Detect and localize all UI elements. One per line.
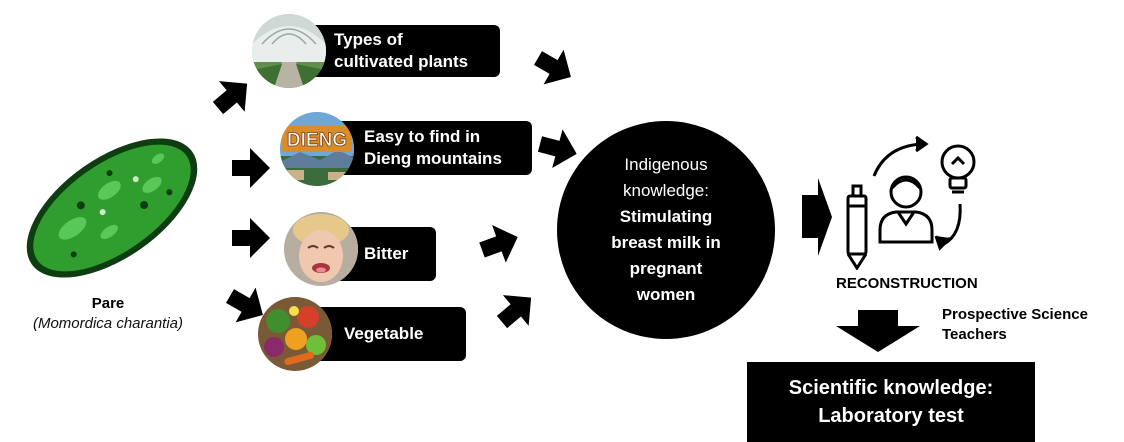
attribute-dieng-line-1: Easy to find in [364, 127, 481, 146]
pencil-icon [846, 184, 868, 270]
arrow-down-to-result [836, 310, 920, 352]
indigenous-line-4: women [636, 285, 696, 304]
arrow-ik-to-reconstruction [802, 178, 832, 256]
result-line-1: Scientific knowledge: [788, 377, 994, 399]
reconstruction-label: RECONSTRUCTION [836, 275, 978, 292]
cycle-arrows-icon [872, 135, 962, 251]
arrow-to-bitter [232, 218, 270, 258]
arrow-to-cultivated [205, 68, 260, 124]
indigenous-line-3: pregnant [629, 259, 703, 278]
dieng-sign-photo: DIENG [280, 112, 354, 186]
arrow-vegetable-to-ik [489, 282, 544, 338]
indigenous-intro-line-2: knowledge: [622, 181, 709, 200]
indigenous-knowledge-circle: Indigenous knowledge: Stimulating breast… [557, 121, 775, 339]
bitter-gourd-illustration [26, 138, 198, 278]
indigenous-line-1: Stimulating [619, 207, 713, 226]
greenhouse-photo [252, 14, 326, 88]
dieng-sign-text: DIENG [287, 130, 347, 151]
attribute-dieng-line-2: Dieng mountains [364, 149, 502, 168]
attribute-cultivated-line-2: cultivated plants [334, 52, 469, 71]
attribute-box-cultivated: Types of cultivated plants [300, 25, 500, 77]
scientific-knowledge-box: Scientific knowledge: Laboratory test [747, 362, 1035, 442]
audience-label: Prospective Science Teachers [942, 305, 1088, 345]
arrow-bitter-to-ik [475, 218, 525, 269]
attribute-cultivated-line-1: Types of [334, 30, 403, 49]
reconstruction-icon-group [846, 135, 976, 270]
subject-scientific-name: (Momordica charantia) [32, 315, 184, 332]
audience-line-1: Prospective Science [942, 306, 1088, 323]
attribute-bitter-label: Bitter [364, 244, 409, 263]
attribute-vegetable-label: Vegetable [344, 324, 424, 343]
arrow-to-dieng [232, 148, 270, 188]
audience-line-2: Teachers [942, 326, 1007, 343]
bitter-face-photo [284, 212, 358, 286]
vegetables-photo [258, 297, 332, 371]
arrow-dieng-to-ik [534, 124, 582, 174]
teacher-icon [878, 175, 934, 244]
indigenous-intro-line-1: Indigenous [624, 155, 708, 174]
arrow-cultivated-to-ik [528, 40, 581, 95]
subject-name: Pare [91, 295, 125, 312]
indigenous-line-2: breast milk in [611, 233, 721, 252]
attribute-box-dieng: Easy to find in Dieng mountains [334, 121, 532, 175]
result-line-2: Laboratory test [818, 405, 964, 427]
lightbulb-icon [940, 144, 976, 194]
